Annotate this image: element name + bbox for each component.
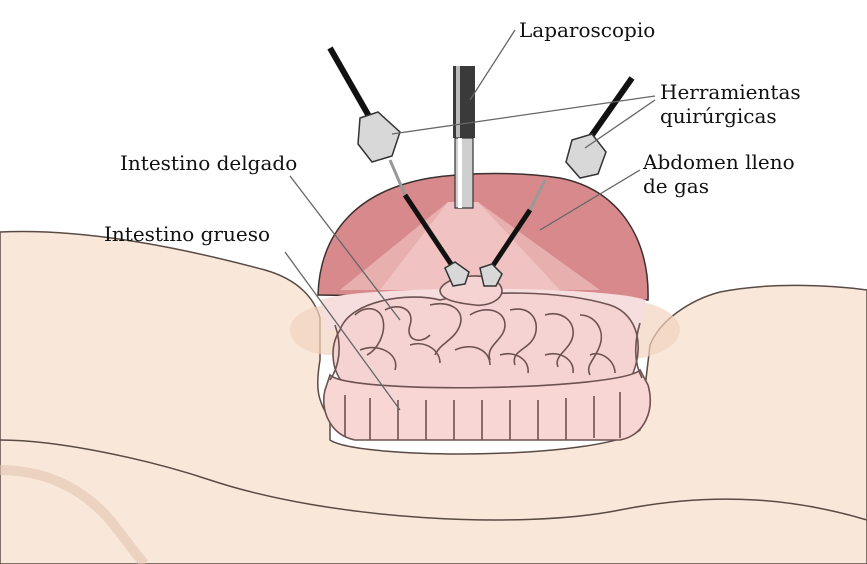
laparoscope-label: Laparoscopio bbox=[519, 18, 655, 42]
large-intestine-label: Intestino grueso bbox=[104, 222, 270, 246]
gas-abdomen-label-line1: Abdomen lleno bbox=[643, 150, 795, 174]
surgical-tools-label-line1: Herramientas bbox=[660, 80, 801, 104]
surgical-tools-label-line2: quirúrgicas bbox=[660, 104, 777, 128]
small-intestine-label: Intestino delgado bbox=[120, 151, 297, 175]
laparoscope-icon bbox=[453, 66, 475, 208]
gas-abdomen-label-line2: de gas bbox=[643, 174, 709, 198]
